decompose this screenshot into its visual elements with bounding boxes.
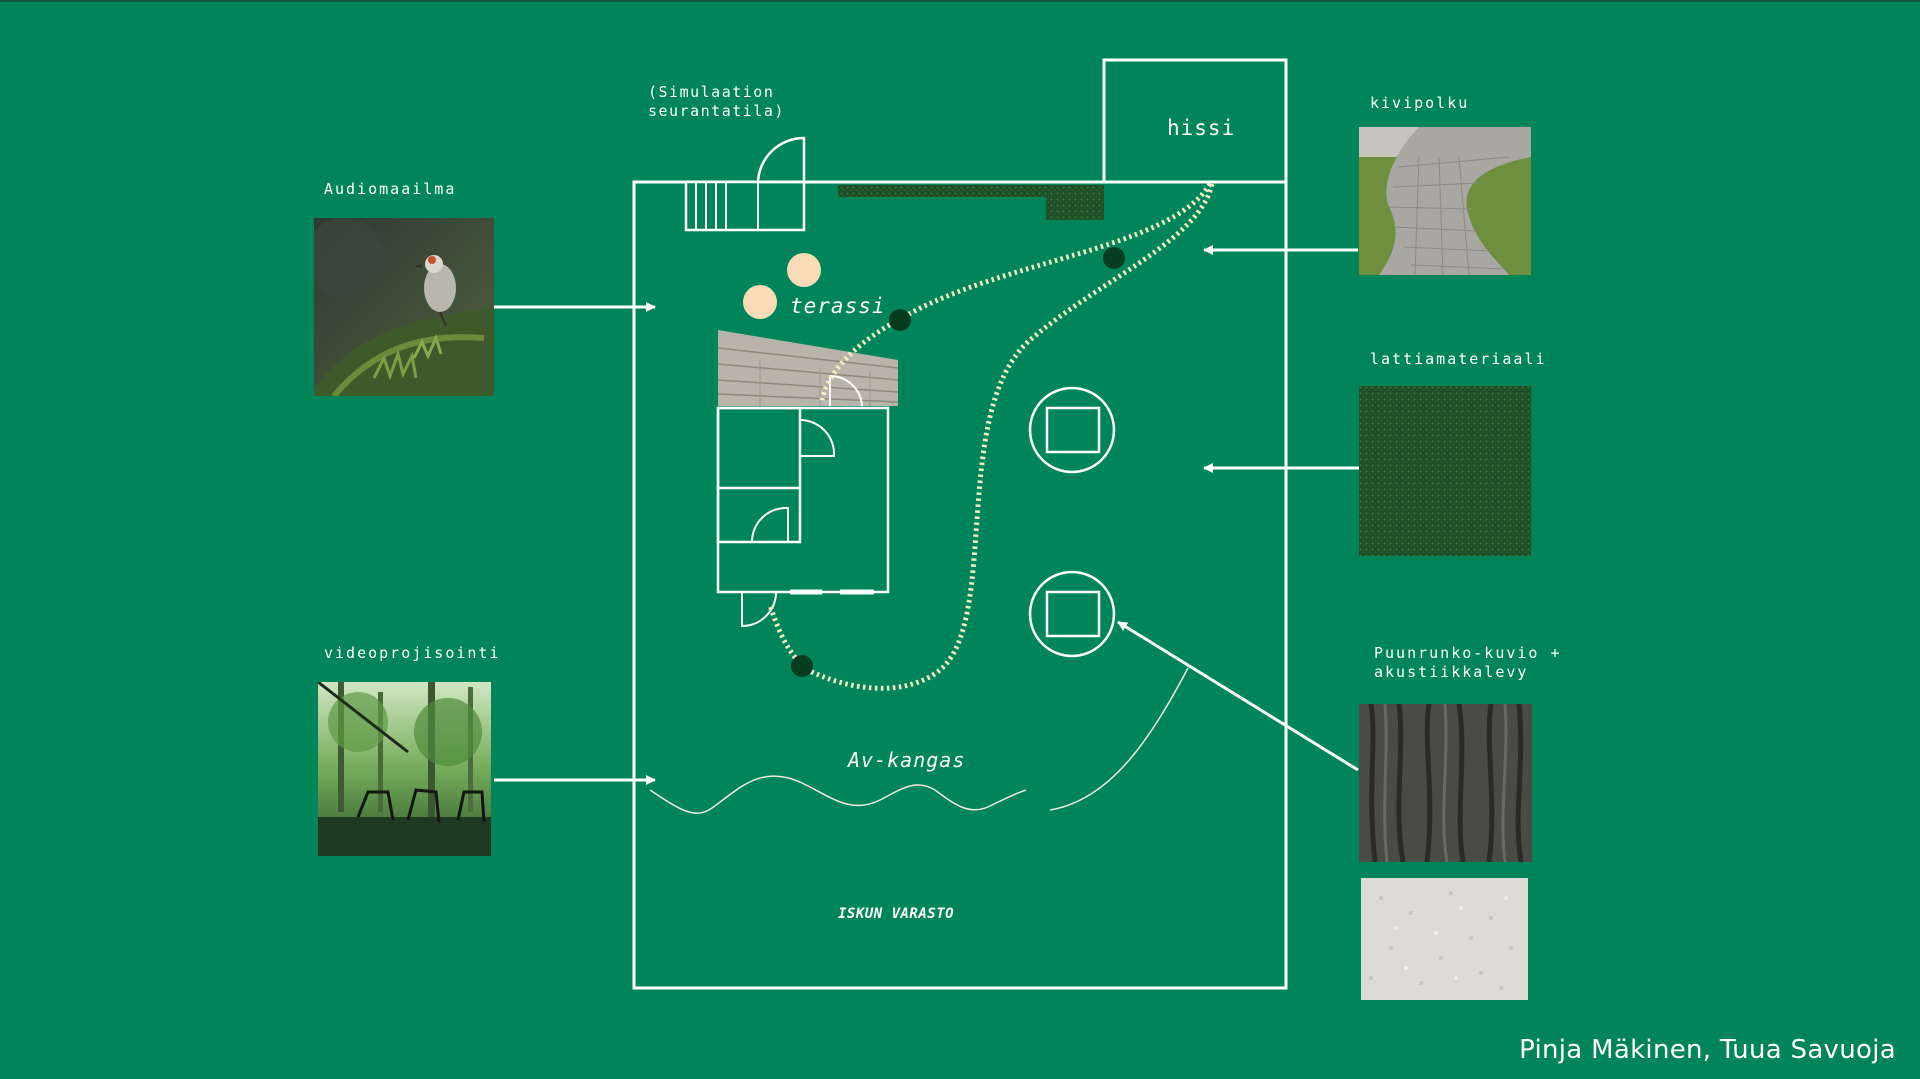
elevator-label: hissi: [1167, 116, 1236, 140]
stone-path-lower: [767, 183, 1215, 691]
stool: [743, 285, 777, 319]
floor-material-label: lattiamateriaali: [1370, 350, 1547, 368]
stone-path-label: kivipolku: [1370, 94, 1470, 112]
arrow-tree-bark: [1117, 620, 1359, 772]
tree-bark-photo: [1359, 704, 1532, 862]
video-label: videoprojisointi: [324, 644, 501, 662]
audio-label: Audiomaailma: [324, 180, 457, 198]
grass-strip: [838, 185, 1104, 197]
room-outline: [632, 180, 1288, 990]
path-node: [889, 309, 911, 331]
tree-bark-label: Puunrunko-kuvio + akustiikkalevy: [1374, 644, 1562, 681]
terrace-label: terassi: [790, 294, 886, 318]
credit-text: Pinja Mäkinen, Tuua Savuoja: [1519, 1035, 1896, 1065]
tree-pillar: [1028, 570, 1116, 658]
path-node: [791, 655, 813, 677]
av-curtain-label: Av-kangas: [848, 748, 966, 772]
stone-path-upper: [819, 182, 1213, 401]
av-curtain: [649, 775, 1027, 814]
entrance-door-swing: [756, 136, 806, 184]
forest-projection-photo: [318, 682, 491, 856]
bird-photo: [314, 218, 494, 396]
artificial-grass-photo: [1359, 386, 1531, 556]
simulation-room-label: (Simulaation seurantatila): [648, 83, 785, 120]
wooden-deck: [717, 330, 899, 407]
path-node: [1103, 247, 1125, 269]
acoustic-panel-photo: [1361, 878, 1528, 1000]
stone-path-photo: [1359, 127, 1531, 275]
curtain-tail: [1049, 667, 1189, 811]
top-border: [0, 0, 1920, 2]
stair-block: [684, 180, 806, 232]
grass-patch: [1046, 185, 1104, 220]
tree-pillar: [1028, 386, 1116, 474]
storage-label: ISKUN VARASTO: [838, 906, 955, 922]
elevator-box: [1102, 58, 1288, 184]
stool: [787, 253, 821, 287]
cabin-building: [716, 406, 890, 628]
